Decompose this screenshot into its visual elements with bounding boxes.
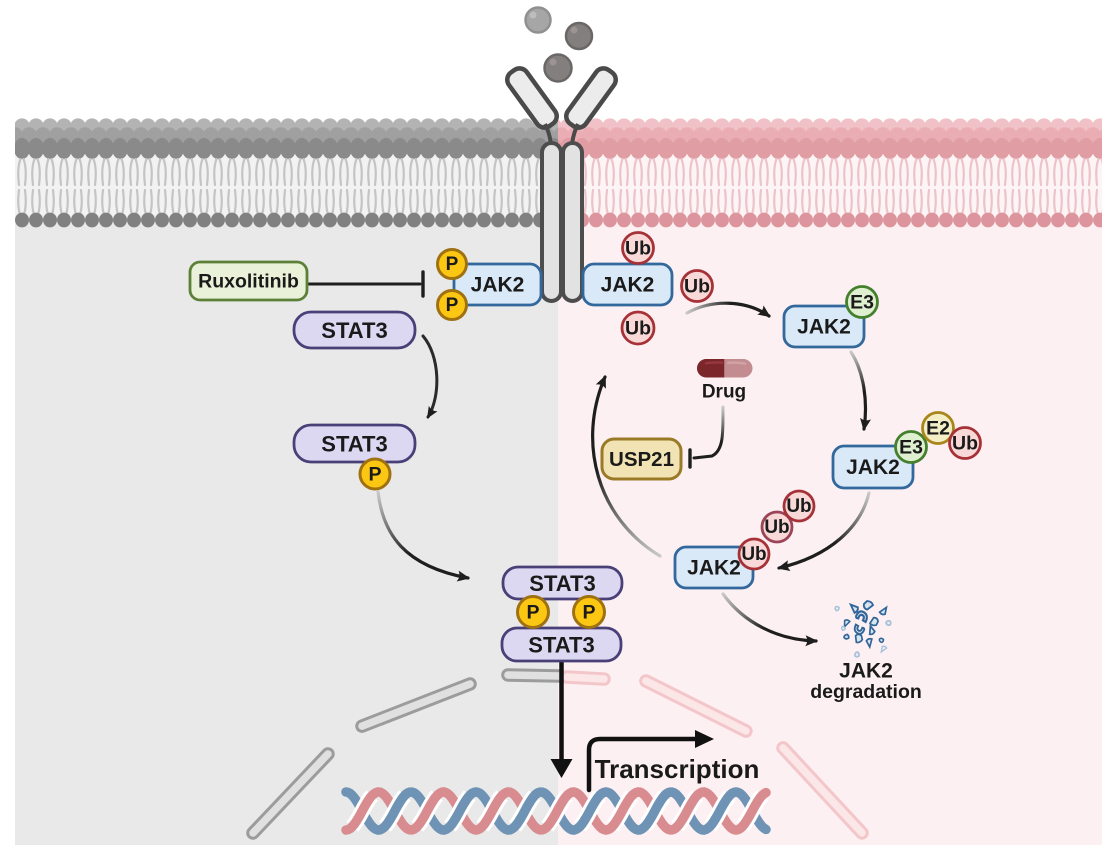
svg-text:JAK2: JAK2: [846, 456, 900, 479]
svg-text:JAK2: JAK2: [471, 274, 525, 297]
svg-text:Ub: Ub: [952, 433, 978, 455]
svg-text:P: P: [582, 602, 595, 624]
svg-text:Ub: Ub: [684, 276, 710, 298]
svg-text:Ruxolitinib: Ruxolitinib: [198, 271, 299, 293]
svg-text:JAK2: JAK2: [687, 557, 741, 580]
svg-text:Ub: Ub: [764, 517, 789, 538]
svg-text:E3: E3: [899, 437, 923, 459]
svg-text:Ub: Ub: [625, 318, 651, 340]
svg-text:JAK2: JAK2: [839, 660, 893, 683]
svg-text:Ub: Ub: [625, 238, 651, 260]
svg-text:STAT3: STAT3: [321, 432, 387, 457]
svg-text:Drug: Drug: [702, 382, 746, 403]
svg-text:Ub: Ub: [741, 544, 766, 565]
svg-text:E3: E3: [850, 292, 874, 314]
svg-text:JAK2: JAK2: [797, 316, 851, 339]
svg-text:STAT3: STAT3: [321, 318, 387, 343]
svg-text:P: P: [526, 602, 539, 624]
svg-text:STAT3: STAT3: [529, 571, 595, 596]
svg-text:degradation: degradation: [810, 681, 922, 703]
svg-text:P: P: [368, 464, 381, 486]
svg-text:JAK2: JAK2: [601, 274, 655, 297]
svg-text:P: P: [446, 295, 459, 316]
svg-text:P: P: [446, 254, 459, 275]
svg-text:Transcription: Transcription: [595, 754, 760, 784]
svg-text:E2: E2: [926, 418, 950, 440]
svg-text:Ub: Ub: [786, 496, 811, 517]
svg-text:USP21: USP21: [609, 448, 674, 471]
svg-text:STAT3: STAT3: [528, 633, 594, 658]
